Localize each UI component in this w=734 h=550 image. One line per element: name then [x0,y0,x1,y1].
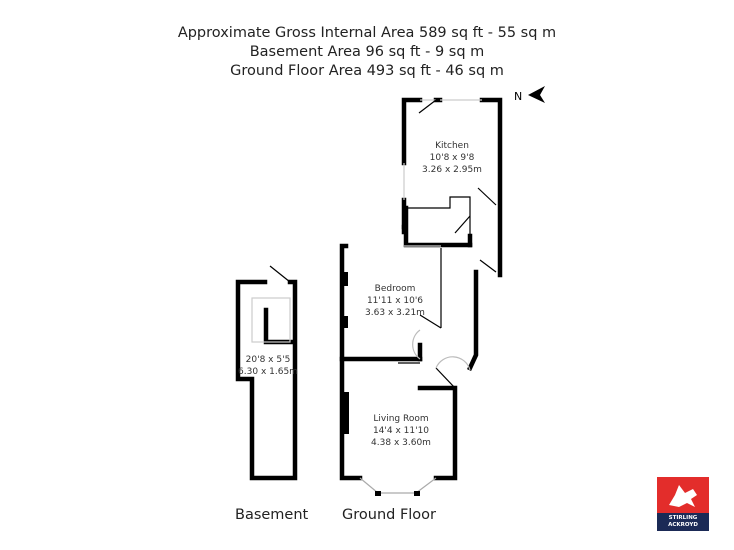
compass-arrow-icon [528,86,545,103]
basement-floor-title: Basement [235,507,309,523]
compass-label: N [514,90,522,103]
walls [235,97,503,481]
basement-area-text: Basement Area 96 sq ft - 9 sq m [249,44,485,60]
chimney-breasts [342,272,420,496]
griffin-icon [657,477,709,513]
gross-area-text: Approximate Gross Internal Area 589 sq f… [177,25,557,41]
details [251,99,497,494]
ground-floor-title: Ground Floor [342,507,437,523]
ground-area-text: Ground Floor Area 493 sq ft - 46 sq m [230,63,504,79]
